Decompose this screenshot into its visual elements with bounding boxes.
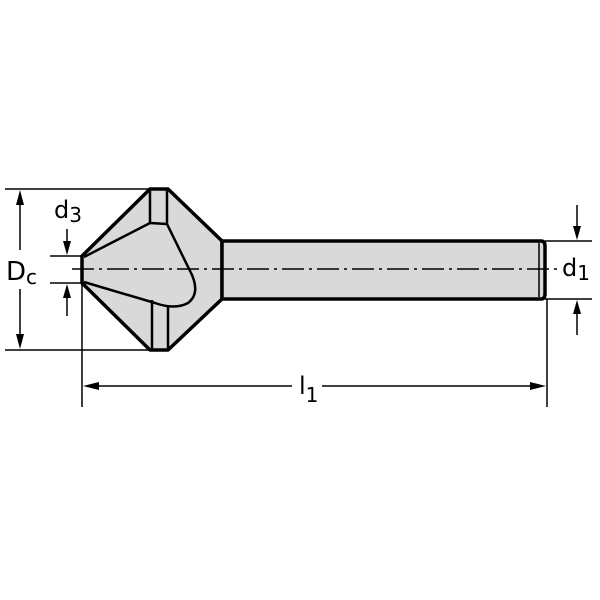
d3-arrow-down-icon	[63, 241, 71, 255]
d1-label: d1	[562, 254, 590, 285]
l1-label: l1	[299, 372, 318, 407]
dc-arrow-up-icon	[16, 190, 24, 205]
d1-arrow-up-icon	[573, 300, 581, 314]
d3-arrow-up-icon	[63, 284, 71, 298]
l1-arrow-left-icon	[83, 382, 99, 390]
dimension-dc: Dc	[5, 188, 150, 351]
shank	[220, 239, 547, 301]
d3-label: d3	[54, 196, 82, 227]
flute-top-bottom	[149, 221, 168, 226]
dimension-d1: d1	[545, 205, 592, 335]
l1-arrow-right-icon	[530, 382, 546, 390]
dimension-d3: d3	[50, 196, 82, 316]
dc-arrow-down-icon	[16, 334, 24, 349]
cutting-edge-upper	[83, 221, 151, 259]
dimension-l1: l1	[81, 283, 548, 407]
cutting-edge-lower	[83, 223, 197, 308]
dc-label: Dc	[6, 257, 37, 289]
d1-arrow-down-icon	[573, 226, 581, 240]
